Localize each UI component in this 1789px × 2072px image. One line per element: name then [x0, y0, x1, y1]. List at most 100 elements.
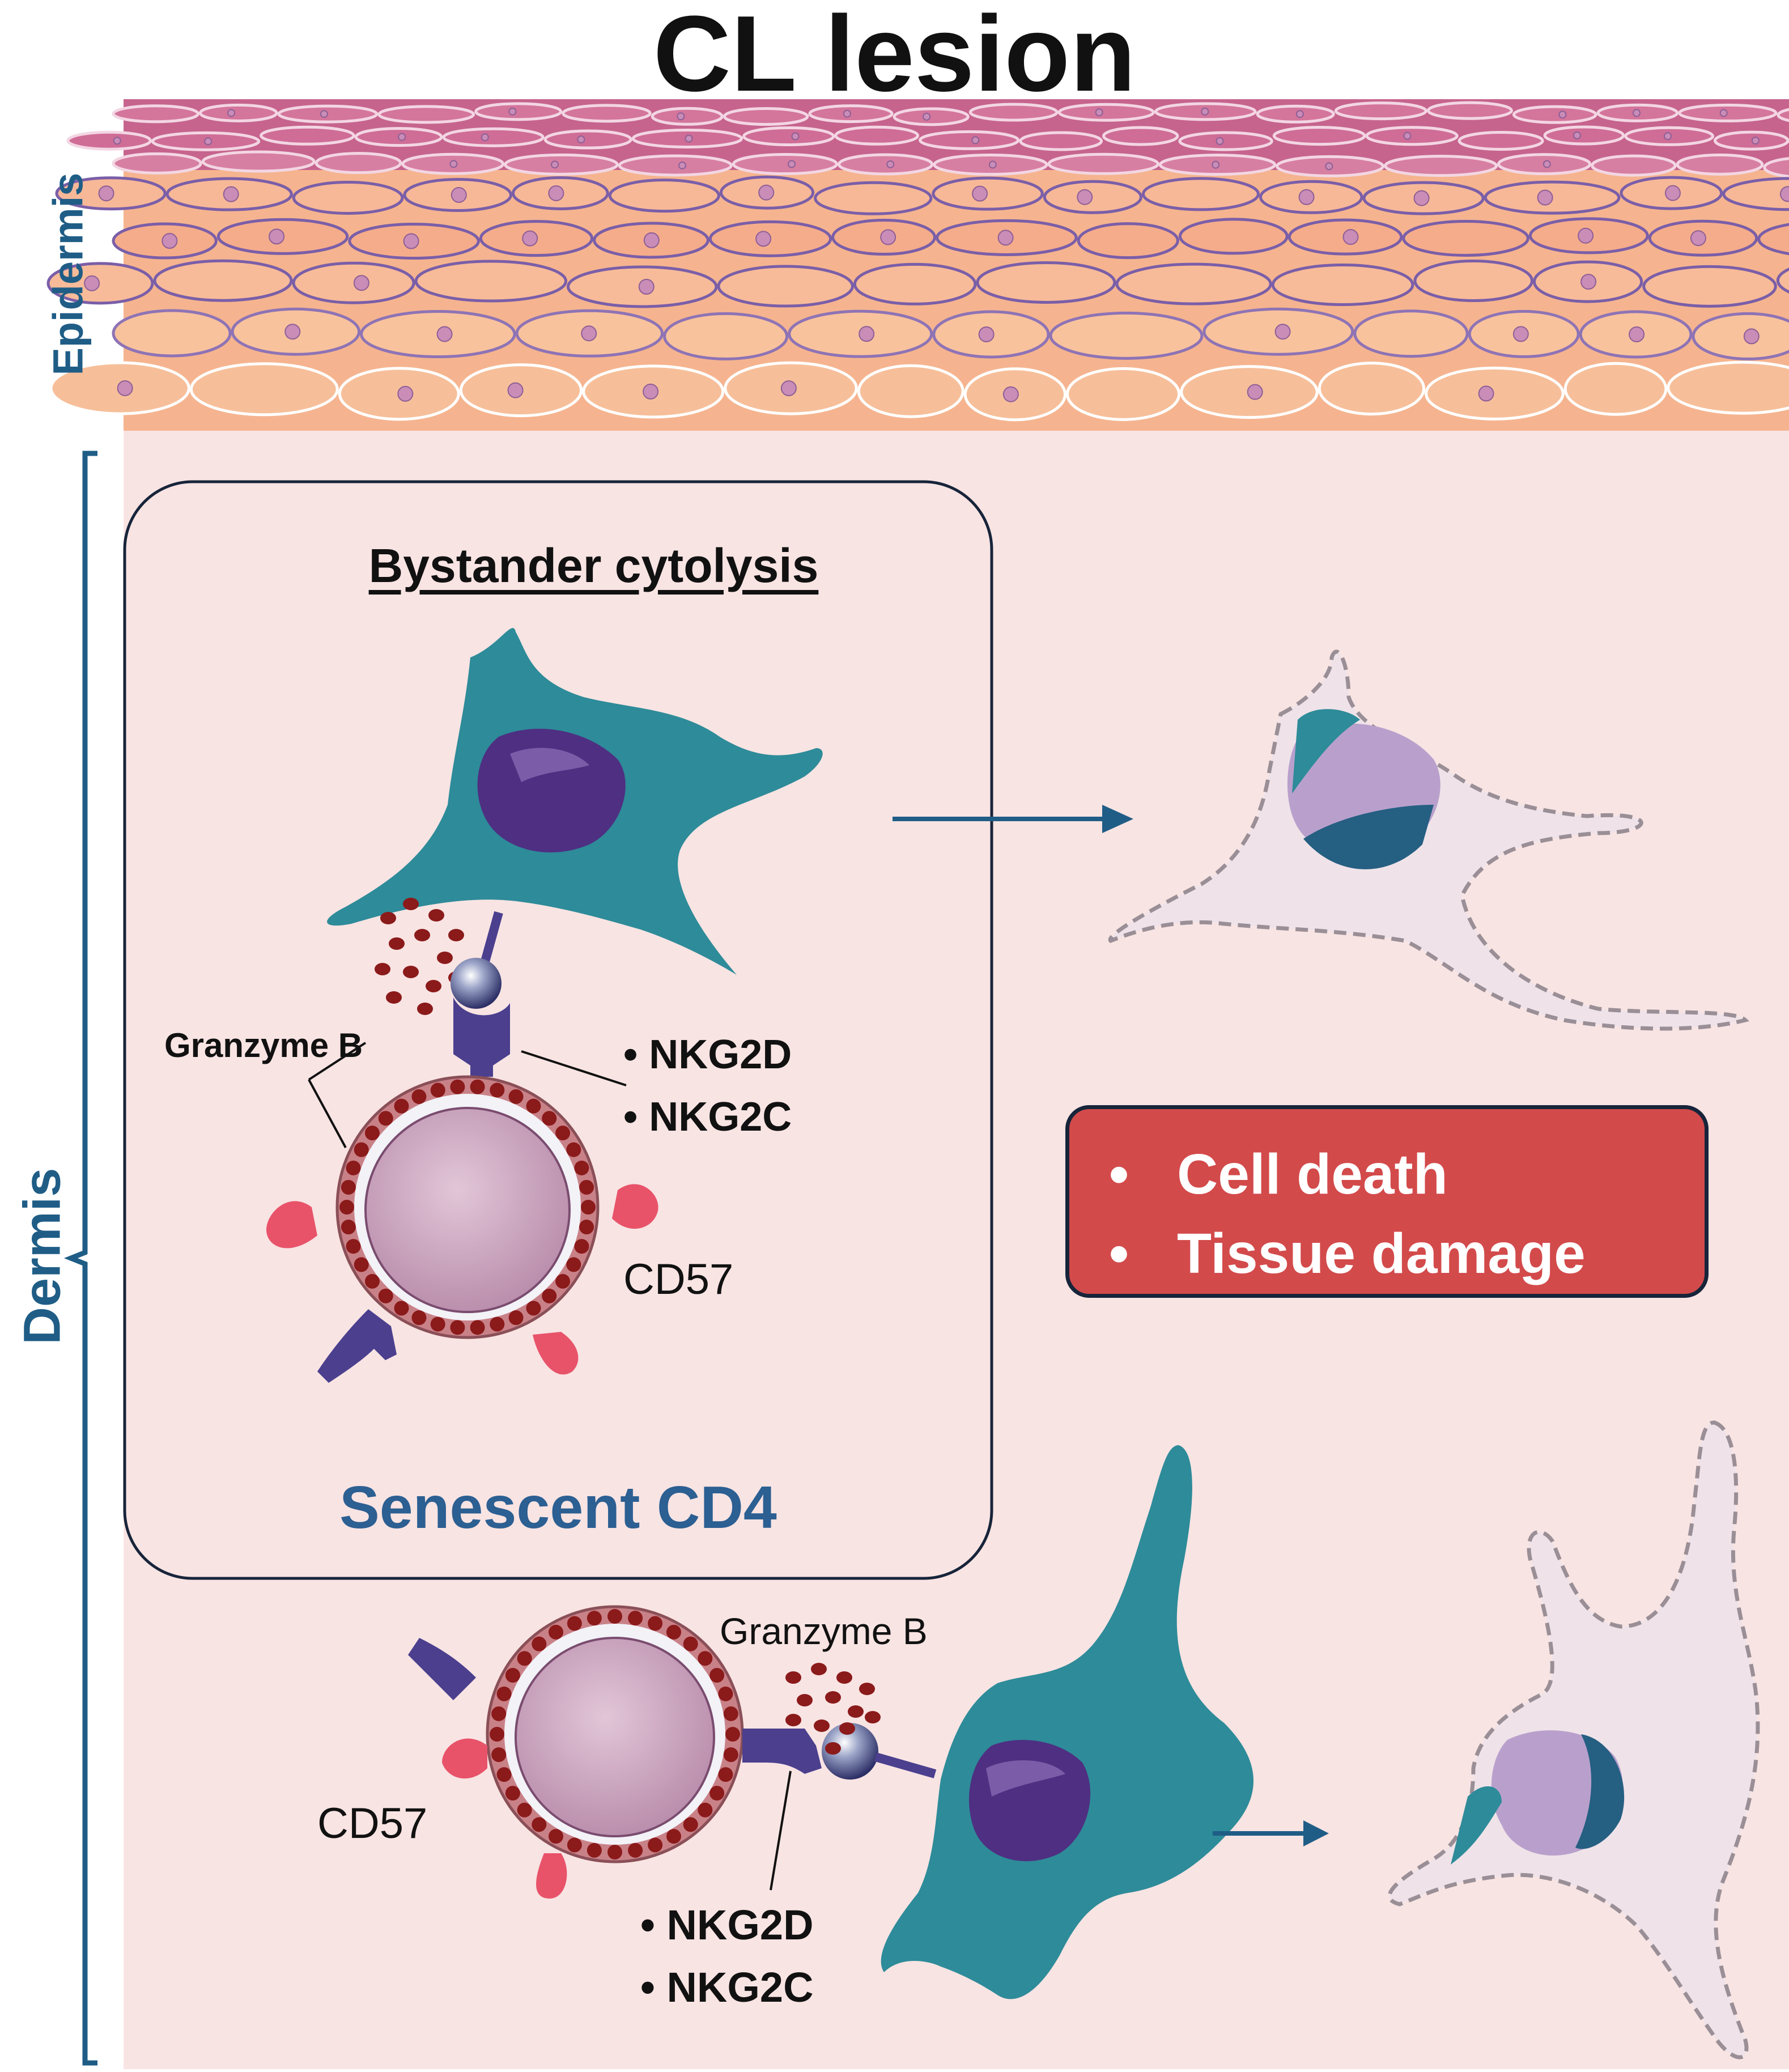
epidermal-cell [1272, 126, 1366, 146]
lower-target-cell [881, 1445, 1254, 1999]
upper-arrow [893, 805, 1133, 833]
epidermal-cell [1543, 125, 1625, 146]
epidermal-cell [112, 309, 232, 358]
epidermal-cell [834, 125, 920, 146]
epidermal-cell [1776, 268, 1789, 294]
outcome-tissue-damage: • Tissue damage [1109, 1214, 1705, 1293]
lower-leader-line [770, 1770, 792, 1891]
epidermal-cell [1413, 259, 1533, 302]
outcome-text: Tissue damage [1177, 1222, 1586, 1285]
epidermal-cell [1141, 177, 1260, 211]
lower-receptor-nkg2d: • NKG2D [640, 1901, 814, 1948]
epidermal-cell [651, 107, 724, 126]
epidermal-cell [1457, 130, 1544, 151]
epidermal-cell [1763, 157, 1789, 178]
epidermal-cell [543, 129, 632, 150]
epidermal-cell [292, 180, 404, 215]
epidermal-cell [1722, 177, 1789, 211]
epidermal-cell [1066, 367, 1181, 421]
epidermal-cell [1667, 360, 1789, 415]
epidermal-cell [717, 265, 854, 308]
epidermal-cell [1049, 311, 1204, 360]
epidermal-cell [153, 259, 293, 302]
upper-dying-cell [1108, 649, 1749, 1031]
dermis-bracket [63, 451, 97, 2066]
epidermal-cell [504, 153, 619, 176]
lower-dying-cell [1387, 1420, 1760, 2060]
upper-receptor-complex [451, 911, 510, 1077]
outcome-text: Cell death [1177, 1143, 1448, 1206]
epidermal-cell [893, 107, 970, 126]
epidermal-cell [853, 262, 977, 305]
epidermis-label: Epidermis [44, 172, 92, 376]
epidermal-cell [1043, 180, 1142, 214]
epidermal-cell [1318, 362, 1426, 416]
epidermal-cell [723, 107, 809, 126]
lower-arrow [1213, 1820, 1329, 1846]
upper-receptor-nkg2d: • NKG2D [623, 1032, 792, 1077]
lower-granzyme-label: Granzyme B [720, 1610, 928, 1652]
epidermal-cell [1642, 265, 1777, 308]
upper-leader-lines [308, 1042, 627, 1148]
epidermal-cell [201, 150, 316, 173]
lower-receptor-nkg2c: • NKG2C [640, 1964, 814, 2011]
dermis-label: Dermis [13, 1167, 71, 1345]
epidermal-cell [46, 262, 154, 305]
epidermal-cell [474, 102, 563, 121]
epidermal-cell [1178, 131, 1273, 151]
epidermal-cell [1676, 153, 1764, 176]
epidermis-cells [46, 101, 1789, 422]
epidermal-cell [260, 125, 355, 146]
epidermal-cell [1353, 309, 1469, 358]
epidermal-cell [1365, 126, 1459, 146]
epidermal-cell [1678, 103, 1778, 122]
bystander-heading: Bystander cytolysis [368, 539, 819, 592]
epidermal-cell [1402, 219, 1529, 257]
lower-granzyme-granules [785, 1663, 881, 1755]
epidermal-cell [1425, 366, 1565, 421]
upper-granzyme-label: Granzyme B [164, 1026, 363, 1064]
epidermal-cell [66, 130, 152, 151]
lower-senescent-tcell [408, 1605, 744, 1899]
epidermal-cell [976, 261, 1116, 304]
epidermal-cell [1512, 105, 1597, 124]
senescent-cd4-caption: Senescent CD4 [339, 1474, 777, 1541]
epidermal-cell [732, 153, 838, 176]
epidermal-cell [1077, 222, 1179, 260]
epidermal-cell [814, 181, 933, 215]
upper-senescent-tcell [266, 1075, 658, 1383]
epidermal-cell [1563, 362, 1668, 416]
epidermal-cell [1692, 312, 1789, 360]
upper-receptor-nkg2c: • NKG2C [623, 1094, 792, 1140]
epidermal-cell [414, 260, 568, 303]
bullet-dot: • [1109, 1143, 1129, 1206]
epidermal-cell [377, 105, 475, 124]
bullet-dot: • [1109, 1222, 1129, 1285]
lower-cd57-label: CD57 [317, 1799, 428, 1848]
epidermal-cell [608, 179, 720, 213]
epidermal-cell [1178, 218, 1289, 255]
epidermal-cell [112, 152, 202, 175]
upper-cd57-label: CD57 [623, 1255, 734, 1304]
upper-target-cell [327, 628, 823, 975]
epidermal-cell [1591, 154, 1677, 177]
epidermal-cell [1102, 126, 1179, 146]
epidermal-cell [1271, 263, 1414, 306]
epidermal-cell [618, 154, 733, 177]
epidermal-cell [442, 127, 545, 147]
epidermal-cell [968, 103, 1059, 122]
epidermal-cell [1713, 130, 1789, 151]
epidermal-cell [112, 104, 199, 124]
epidermal-cell [1757, 223, 1789, 256]
epidermal-cell [663, 312, 789, 360]
epidermis-layer [46, 99, 1789, 431]
outcome-box: • Cell death • Tissue damage [1065, 1105, 1709, 1298]
epidermal-cell [1057, 103, 1155, 122]
epidermal-cell [1019, 131, 1103, 151]
epidermal-cell [837, 153, 934, 176]
epidermal-cell [1334, 101, 1427, 121]
epidermal-cell [198, 103, 278, 122]
epidermal-cell [1115, 262, 1272, 305]
